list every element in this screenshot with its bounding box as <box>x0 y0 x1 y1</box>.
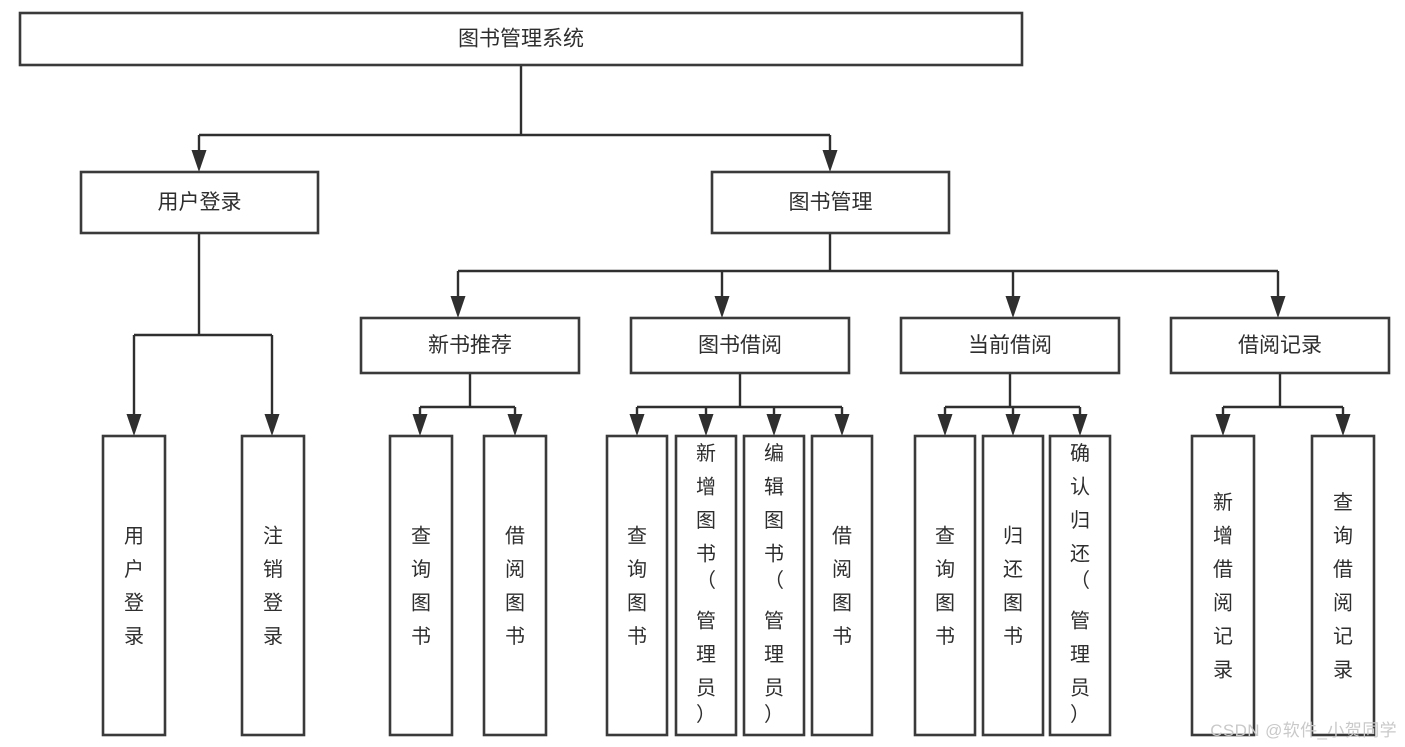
arrow-head-icon <box>507 414 523 436</box>
arrow-head-icon <box>1215 414 1231 436</box>
node-leaf-borrow-book-rec[interactable]: 借阅图书 <box>482 434 548 737</box>
node-box[interactable] <box>359 316 581 375</box>
node-leaf-user-logout[interactable]: 注销登录 <box>240 434 306 737</box>
arrow-head-icon <box>937 414 953 436</box>
node-leaf-edit-book[interactable]: 编辑图书（管理员） <box>742 434 806 737</box>
node-box[interactable] <box>1169 316 1391 375</box>
arrow-head-icon <box>766 414 782 436</box>
node-box[interactable] <box>981 434 1045 737</box>
connector-group <box>629 373 850 436</box>
node-box[interactable] <box>899 316 1121 375</box>
node-label: 查询图书 <box>627 525 647 649</box>
node-label: 借阅记录 <box>1238 334 1322 357</box>
connector-group <box>937 373 1088 436</box>
arrow-head-icon <box>264 414 280 436</box>
node-box[interactable] <box>1310 434 1376 737</box>
arrow-head-icon <box>1072 414 1088 436</box>
arrow-head-icon <box>1270 296 1286 318</box>
arrow-head-icon <box>698 414 714 436</box>
node-label: 图书管理 <box>789 191 873 214</box>
node-leaf-query-record[interactable]: 查询借阅记录 <box>1310 434 1376 737</box>
node-current-borrow[interactable]: 当前借阅 <box>899 316 1121 375</box>
node-label: 编辑图书（管理员） <box>764 442 784 726</box>
connector-group <box>412 373 523 436</box>
node-label: 新增借阅记录 <box>1213 491 1233 682</box>
node-label: 新增图书（管理员） <box>696 442 716 726</box>
node-label: 查询图书 <box>935 525 955 649</box>
node-box[interactable] <box>674 434 738 737</box>
arrow-head-icon <box>1005 296 1021 318</box>
node-box[interactable] <box>629 316 851 375</box>
arrow-head-icon <box>714 296 730 318</box>
node-label: 图书借阅 <box>698 334 782 357</box>
node-box[interactable] <box>79 170 320 235</box>
arrow-head-icon <box>1335 414 1351 436</box>
node-leaf-add-record[interactable]: 新增借阅记录 <box>1190 434 1256 737</box>
node-label: 查询图书 <box>411 525 431 649</box>
connector-group <box>126 233 280 436</box>
node-leaf-return-book[interactable]: 归还图书 <box>981 434 1045 737</box>
connector-group <box>450 233 1286 318</box>
node-book-borrow[interactable]: 图书借阅 <box>629 316 851 375</box>
connectors-layer <box>126 65 1351 436</box>
node-new-book-rec[interactable]: 新书推荐 <box>359 316 581 375</box>
node-label: 归还图书 <box>1003 525 1023 649</box>
node-box[interactable] <box>18 11 1024 67</box>
node-borrow-record[interactable]: 借阅记录 <box>1169 316 1391 375</box>
node-label: 借阅图书 <box>505 525 525 649</box>
arrow-head-icon <box>834 414 850 436</box>
node-label: 借阅图书 <box>832 525 852 649</box>
node-leaf-user-login[interactable]: 用户登录 <box>101 434 167 737</box>
arrow-head-icon <box>629 414 645 436</box>
node-label: 用户登录 <box>158 191 242 214</box>
node-box[interactable] <box>101 434 167 737</box>
node-label: 图书管理系统 <box>458 28 584 51</box>
node-box[interactable] <box>482 434 548 737</box>
node-box[interactable] <box>810 434 874 737</box>
node-box[interactable] <box>605 434 669 737</box>
node-leaf-confirm-return[interactable]: 确认归还（管理员） <box>1048 434 1112 737</box>
arrow-head-icon <box>450 296 466 318</box>
node-label: 注销登录 <box>263 525 283 649</box>
node-leaf-query-book-rec[interactable]: 查询图书 <box>388 434 454 737</box>
watermark-label: CSDN @软件_小贺同学 <box>1210 721 1397 740</box>
arrow-head-icon <box>191 150 207 172</box>
nodes-layer: 图书管理系统用户登录图书管理新书推荐图书借阅当前借阅借阅记录用户登录注销登录查询… <box>18 11 1391 737</box>
node-box[interactable] <box>1048 434 1112 737</box>
connector-group <box>1215 373 1351 436</box>
node-box[interactable] <box>710 170 951 235</box>
arrow-head-icon <box>126 414 142 436</box>
node-leaf-add-book[interactable]: 新增图书（管理员） <box>674 434 738 737</box>
node-label: 查询借阅记录 <box>1333 491 1353 682</box>
node-label: 用户登录 <box>124 526 144 649</box>
node-label: 确认归还（管理员） <box>1070 442 1090 726</box>
arrow-head-icon <box>1005 414 1021 436</box>
node-box[interactable] <box>913 434 977 737</box>
node-book-manage[interactable]: 图书管理 <box>710 170 951 235</box>
node-user-login[interactable]: 用户登录 <box>79 170 320 235</box>
node-leaf-query-book-bb[interactable]: 查询图书 <box>605 434 669 737</box>
node-box[interactable] <box>240 434 306 737</box>
node-label: 当前借阅 <box>968 334 1052 357</box>
arrow-head-icon <box>822 150 838 172</box>
connector-group <box>191 65 838 172</box>
node-root[interactable]: 图书管理系统 <box>18 11 1024 67</box>
node-leaf-borrow-book-bb[interactable]: 借阅图书 <box>810 434 874 737</box>
node-box[interactable] <box>742 434 806 737</box>
node-box[interactable] <box>388 434 454 737</box>
node-leaf-query-book-cb[interactable]: 查询图书 <box>913 434 977 737</box>
arrow-head-icon <box>412 414 428 436</box>
node-box[interactable] <box>1190 434 1256 737</box>
node-label: 新书推荐 <box>428 334 512 357</box>
